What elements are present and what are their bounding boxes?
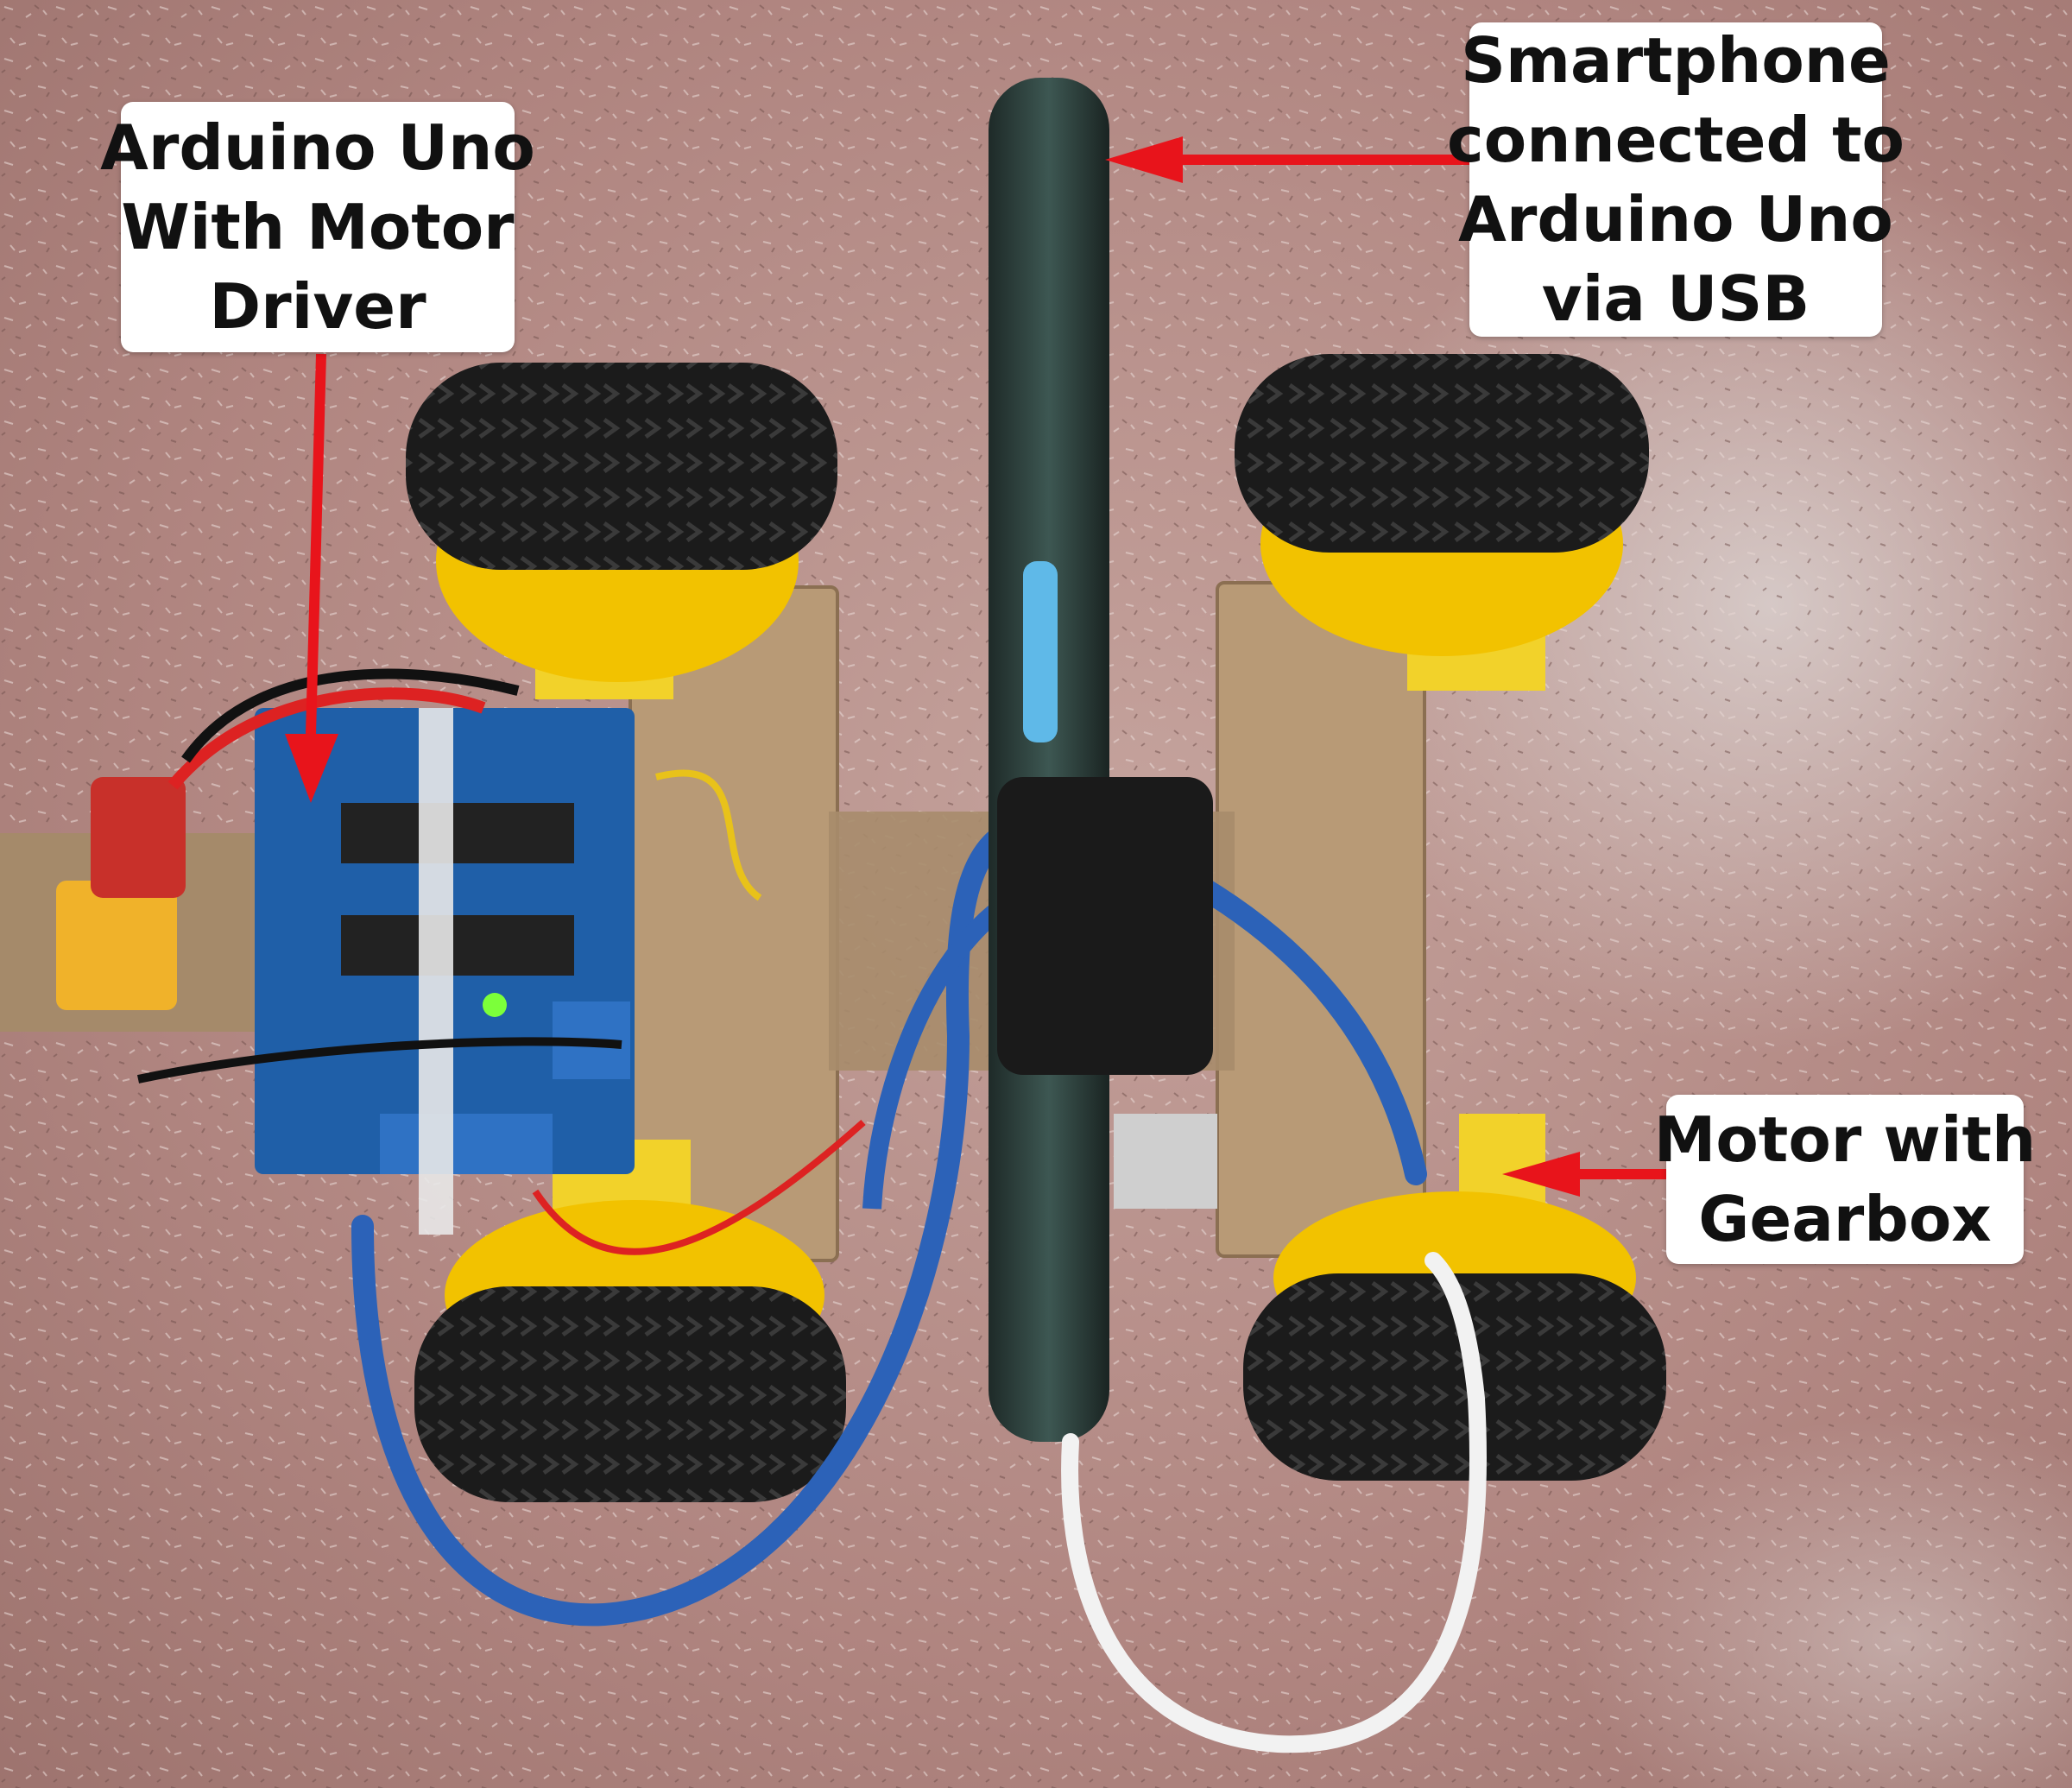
wheel-front-left <box>406 363 837 682</box>
callout-phone-line-4: via USB <box>1541 262 1810 335</box>
callout-phone-line-1: Smartphone <box>1461 24 1891 97</box>
red-wire <box>167 687 486 790</box>
power-led <box>483 993 507 1017</box>
black-wire <box>181 668 520 763</box>
callout-arduino-uno: Arduino Uno With Motor Driver <box>100 102 535 352</box>
callout-motor-line-1: Motor with <box>1653 1103 2037 1176</box>
callout-arduino-line-1: Arduino Uno <box>100 111 535 184</box>
callout-arduino-line-2: With Motor <box>121 191 515 263</box>
arrow-arduino <box>285 353 338 803</box>
callout-phone-line-2: connected to <box>1447 104 1905 176</box>
usb-cable-blue <box>351 813 1427 1627</box>
wheel-rear-left <box>414 1200 846 1502</box>
callout-motor-gearbox: Motor with Gearbox <box>1654 1095 2036 1264</box>
callout-motor-line-2: Gearbox <box>1698 1183 1992 1255</box>
callout-phone-line-3: Arduino Uno <box>1458 183 1893 256</box>
callout-smartphone: Smartphone connected to Arduino Uno via … <box>1447 22 1905 337</box>
callout-arduino-line-3: Driver <box>209 270 426 343</box>
wheel-front-right <box>1235 354 1649 656</box>
usb-cable-white <box>1061 1252 1488 1753</box>
xt60-connector <box>56 881 177 1010</box>
arrow-phone <box>1105 136 1469 183</box>
wheel-rear-right <box>1243 1191 1666 1481</box>
arrow-motor <box>1502 1152 1666 1197</box>
smartphone <box>989 78 1213 1442</box>
